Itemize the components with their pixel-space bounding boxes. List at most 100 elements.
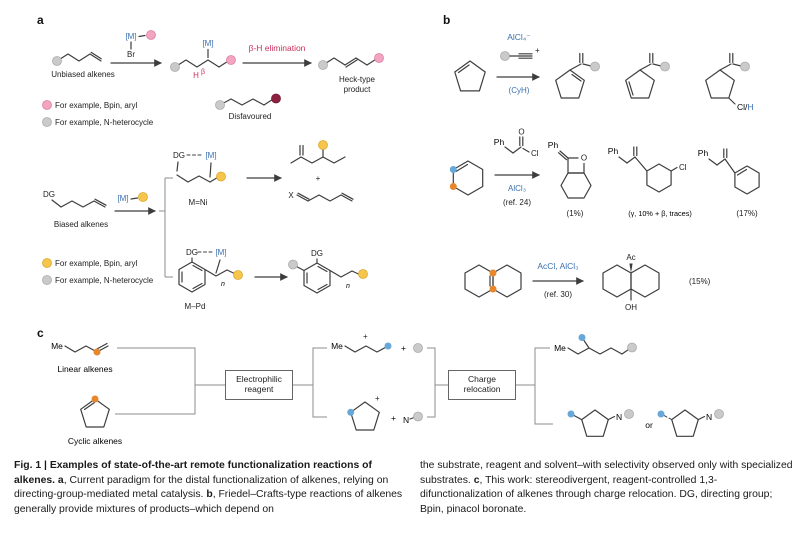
heck-type-label: Heck-type: [339, 75, 376, 84]
palladium-intermediate: DG [M] n M–Pd: [178, 248, 243, 311]
nucleophile-gray-atom: [714, 409, 724, 419]
wedge-bond: [629, 263, 633, 273]
cl-label: Cl: [679, 163, 687, 172]
acyl-cyclopentene-product-1: [555, 52, 600, 99]
legend-gray-atom: [42, 117, 52, 127]
orange-position-dot: [449, 183, 457, 190]
panel-c-scheme: Me Linear alkenes Cyclic alkenes Me: [51, 332, 724, 446]
linear-alkene-substrate: Me Linear alkenes: [51, 341, 113, 374]
ref-30-label: (ref. 30): [544, 290, 572, 299]
ph-label: Ph: [494, 137, 505, 147]
metal-label: [M]: [125, 32, 136, 41]
caption-title: Fig. 1 | Examples of state-of-the-art re…: [14, 460, 372, 486]
caption-text-c: , This work: stereodivergent, reagent-co…: [420, 474, 773, 515]
nucleophile-gray-atom: [413, 411, 423, 422]
acyl-gray-atom: [590, 61, 600, 72]
legend-gray-label: For example, N-heterocycle: [55, 276, 154, 285]
ref-24-label: (ref. 24): [503, 198, 531, 207]
decalin-product: Ac OH: [602, 253, 660, 312]
metal-label: [M]: [117, 194, 128, 203]
oxygen-label: O: [518, 128, 524, 137]
legend-unbiased: For example, Bpin, aryl For example, N-h…: [42, 100, 154, 127]
metal-label: [M]: [202, 39, 213, 48]
alkyl-metal-intermediate: [M] H β: [170, 39, 236, 80]
metal-label: [M]: [215, 248, 226, 257]
heck-product-label: product: [344, 85, 371, 94]
caption-panel-c-ref: c: [473, 474, 480, 486]
substituent-gray-atom: [170, 62, 180, 72]
blue-electrophile-dot: [567, 410, 575, 418]
legend-biased: For example, Bpin, aryl For example, N-h…: [42, 258, 154, 285]
cyclic-cation-intermediate: + + N: [347, 394, 423, 431]
linear-difunctionalized-product: Me: [554, 334, 637, 355]
legend-pink-label: For example, Bpin, aryl: [55, 101, 137, 110]
acyl-gray-atom: [660, 61, 670, 72]
bpin-pink-atom: [146, 30, 156, 40]
unbiased-alkene-structure: Unbiased alkenes: [51, 51, 115, 79]
x-alkene-product-structure: X: [288, 191, 354, 202]
chloro-ketone-product: Ph Cl (γ, 10% + β, traces): [608, 146, 692, 218]
acylium-plus-charge: +: [535, 46, 540, 55]
caption-left-column: Fig. 1 | Examples of state-of-the-art re…: [14, 459, 406, 517]
cyclohexene-substrate: [449, 160, 484, 196]
cl-part: Cl/: [737, 102, 748, 112]
n-subscript: n: [346, 283, 350, 290]
legend-gray-atom: [42, 275, 52, 285]
n-nucleophile-label: N: [616, 412, 622, 422]
ring-oxygen-label: O: [581, 154, 587, 163]
flow-connectors-mid: [293, 347, 327, 418]
legend-yellow-label: For example, Bpin, aryl: [55, 259, 137, 268]
nucleophile-gray-atom: [627, 342, 637, 353]
plus-charge: +: [375, 394, 380, 403]
disfavoured-darkred-atom: [271, 93, 281, 104]
cyclic-product-cis: N: [567, 409, 634, 437]
plus-sign: +: [316, 174, 321, 183]
cl-h-label: Cl/H: [737, 102, 754, 112]
n-subscript: n: [221, 281, 225, 288]
legend-yellow-atom: [42, 258, 52, 268]
or-label: or: [645, 420, 653, 430]
oxete-bicyclic-product: Ph O (1%): [548, 140, 592, 218]
cyh-solvent-label: (CyH): [509, 86, 530, 95]
dg-label: DG: [173, 151, 185, 160]
bpin-yellow-atom: [138, 192, 148, 202]
bpin-yellow-atom: [318, 140, 328, 150]
flow-connectors-right: [427, 347, 553, 425]
arene-product-structure: DG n: [288, 249, 368, 294]
octalin-substrate: [464, 264, 522, 298]
panel-label-c: c: [37, 326, 44, 340]
caption-panel-a-ref: a: [57, 474, 64, 486]
blue-position-dot: [449, 166, 457, 173]
ketone-product-structure: [290, 140, 346, 164]
br-label: Br: [127, 50, 135, 59]
charge-relocation-box: Charge relocation: [448, 370, 516, 400]
substituent-gray-atom: [288, 259, 298, 270]
me-label: Me: [331, 341, 343, 351]
nucleophile-gray-atom: [624, 409, 634, 419]
alcl4-label: AlCl₄⁻: [507, 32, 531, 42]
heck-product-structure: Heck-type product: [318, 53, 384, 94]
panel-label-b: b: [443, 13, 451, 27]
substituent-gray-atom: [318, 60, 328, 70]
metal-bromide-reagent: [M] Br: [125, 30, 156, 59]
electrophilic-reagent-box: Electrophilic reagent: [225, 370, 293, 400]
yield-gamma-label: (γ, 10% + β, traces): [628, 209, 692, 218]
dg-label: DG: [43, 190, 55, 199]
n-nucleophile-label: N: [706, 412, 712, 422]
orange-position-dot: [489, 285, 497, 293]
dg-label: DG: [311, 249, 323, 258]
substituent-gray-atom: [215, 100, 225, 110]
blue-electrophile-dot: [347, 408, 355, 416]
m-ni-label: M=Ni: [189, 198, 208, 207]
n-nucleophile-label: N: [403, 415, 409, 425]
yield-17-label: (17%): [736, 209, 758, 218]
oh-label: OH: [625, 303, 637, 312]
beta-h-elimination-label: β-H elimination: [249, 43, 306, 53]
orange-position-dot: [93, 348, 101, 356]
yield-1-label: (1%): [567, 209, 584, 218]
beta-symbol: β: [201, 69, 205, 76]
acyl-gray-atom: [740, 61, 750, 72]
cyclic-alkene-substrate: Cyclic alkenes: [68, 395, 122, 446]
orange-position-dot: [91, 395, 99, 403]
